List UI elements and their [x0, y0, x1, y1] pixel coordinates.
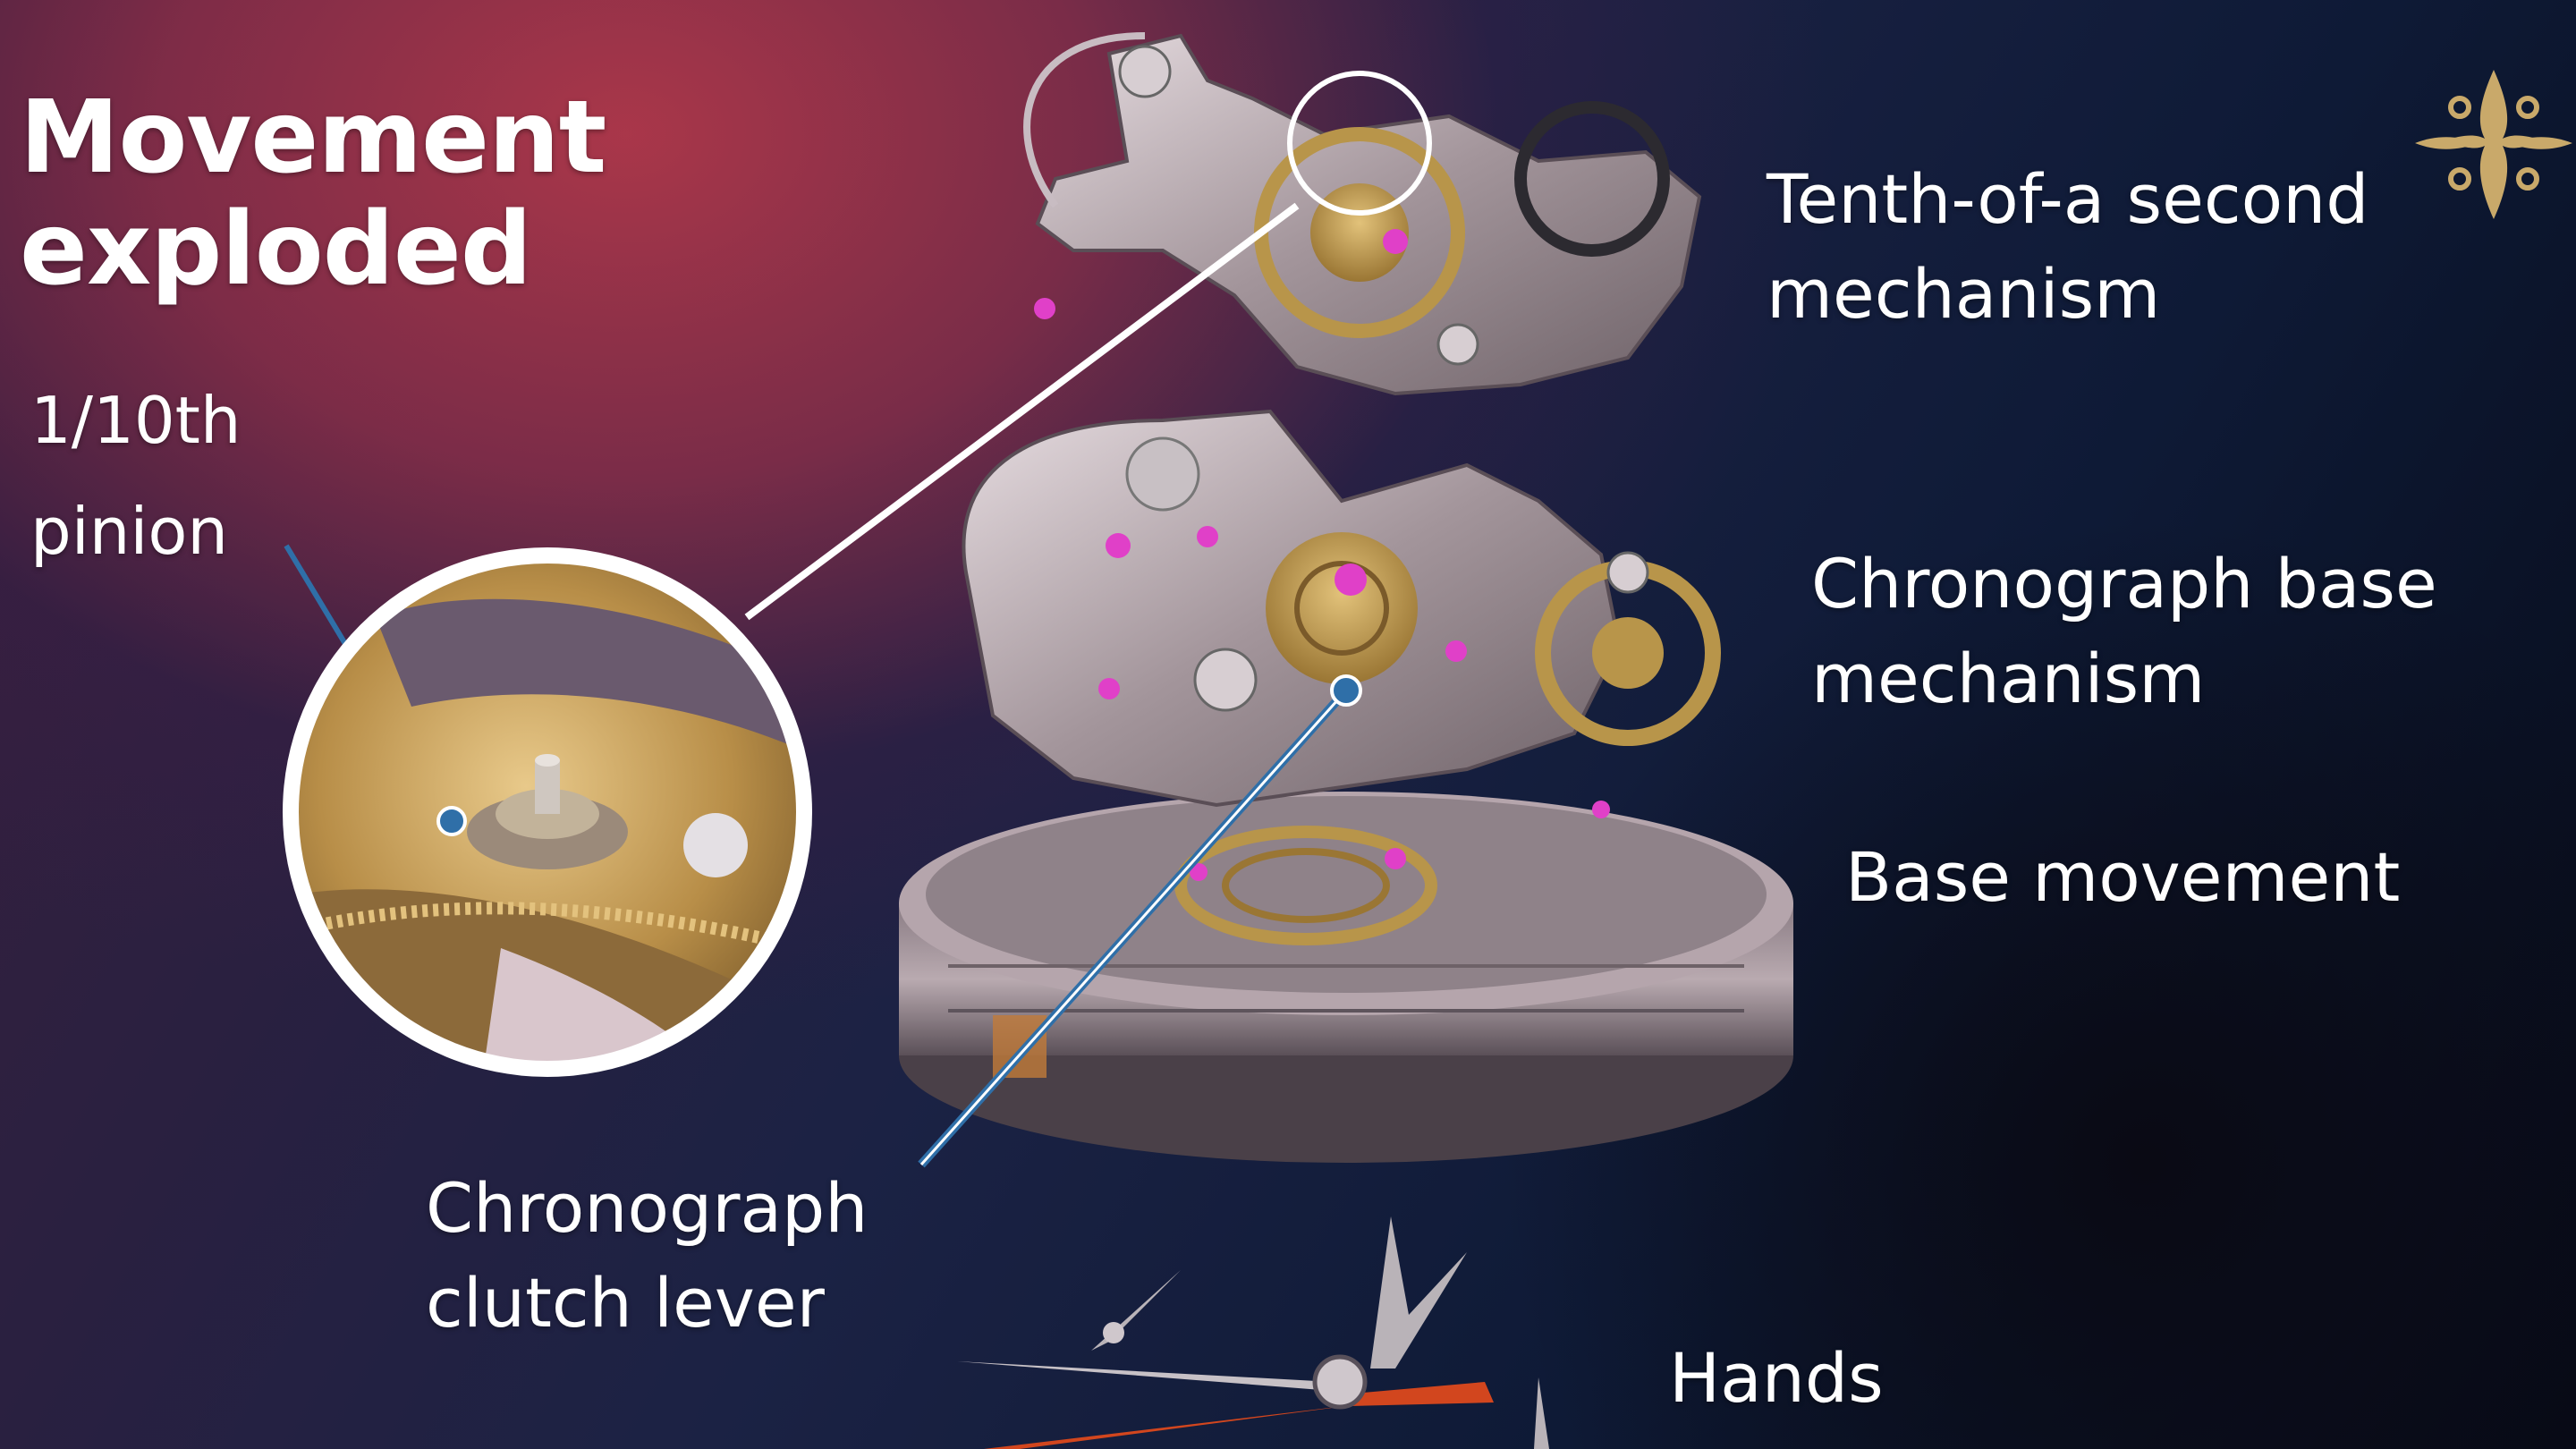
calatrava-cross-logo	[2415, 70, 2572, 219]
slide-title: Movement exploded	[20, 82, 606, 306]
base-movement-illustration	[899, 792, 1793, 1163]
label-chronograph-clutch-lever: Chronograph clutch lever	[426, 1161, 868, 1351]
pinion-marker-dot	[436, 806, 467, 836]
chronograph-base-mechanism-illustration	[962, 409, 1721, 808]
label-base-movement: Base movement	[1845, 830, 2400, 925]
label-chronograph-base-mechanism: Chronograph base mechanism	[1811, 537, 2437, 726]
title-line: Movement	[20, 80, 606, 196]
label-tenth-pinion: 1/10th pinion	[30, 365, 242, 587]
label-line: clutch lever	[426, 1263, 825, 1343]
clutch-lever-marker-dot	[1330, 674, 1362, 707]
label-line: Tenth-of-a second	[1767, 159, 2369, 239]
label-line: pinion	[30, 494, 229, 569]
label-line: Chronograph	[426, 1168, 869, 1248]
label-line: mechanism	[1767, 254, 2161, 334]
zoom-leader-line	[744, 202, 1300, 621]
hands-illustration	[957, 1216, 1549, 1449]
title-line: exploded	[20, 191, 532, 308]
label-hands: Hands	[1669, 1331, 1884, 1426]
label-line: mechanism	[1811, 639, 2206, 718]
label-line: Chronograph base	[1811, 544, 2437, 623]
label-tenth-second-mechanism: Tenth-of-a second mechanism	[1767, 152, 2369, 342]
zoom-source-circle	[1287, 71, 1432, 216]
label-line: 1/10th	[30, 383, 242, 458]
label-line: Base movement	[1845, 837, 2401, 917]
label-line: Hands	[1669, 1338, 1884, 1418]
pinion-zoom-inset	[283, 547, 812, 1077]
